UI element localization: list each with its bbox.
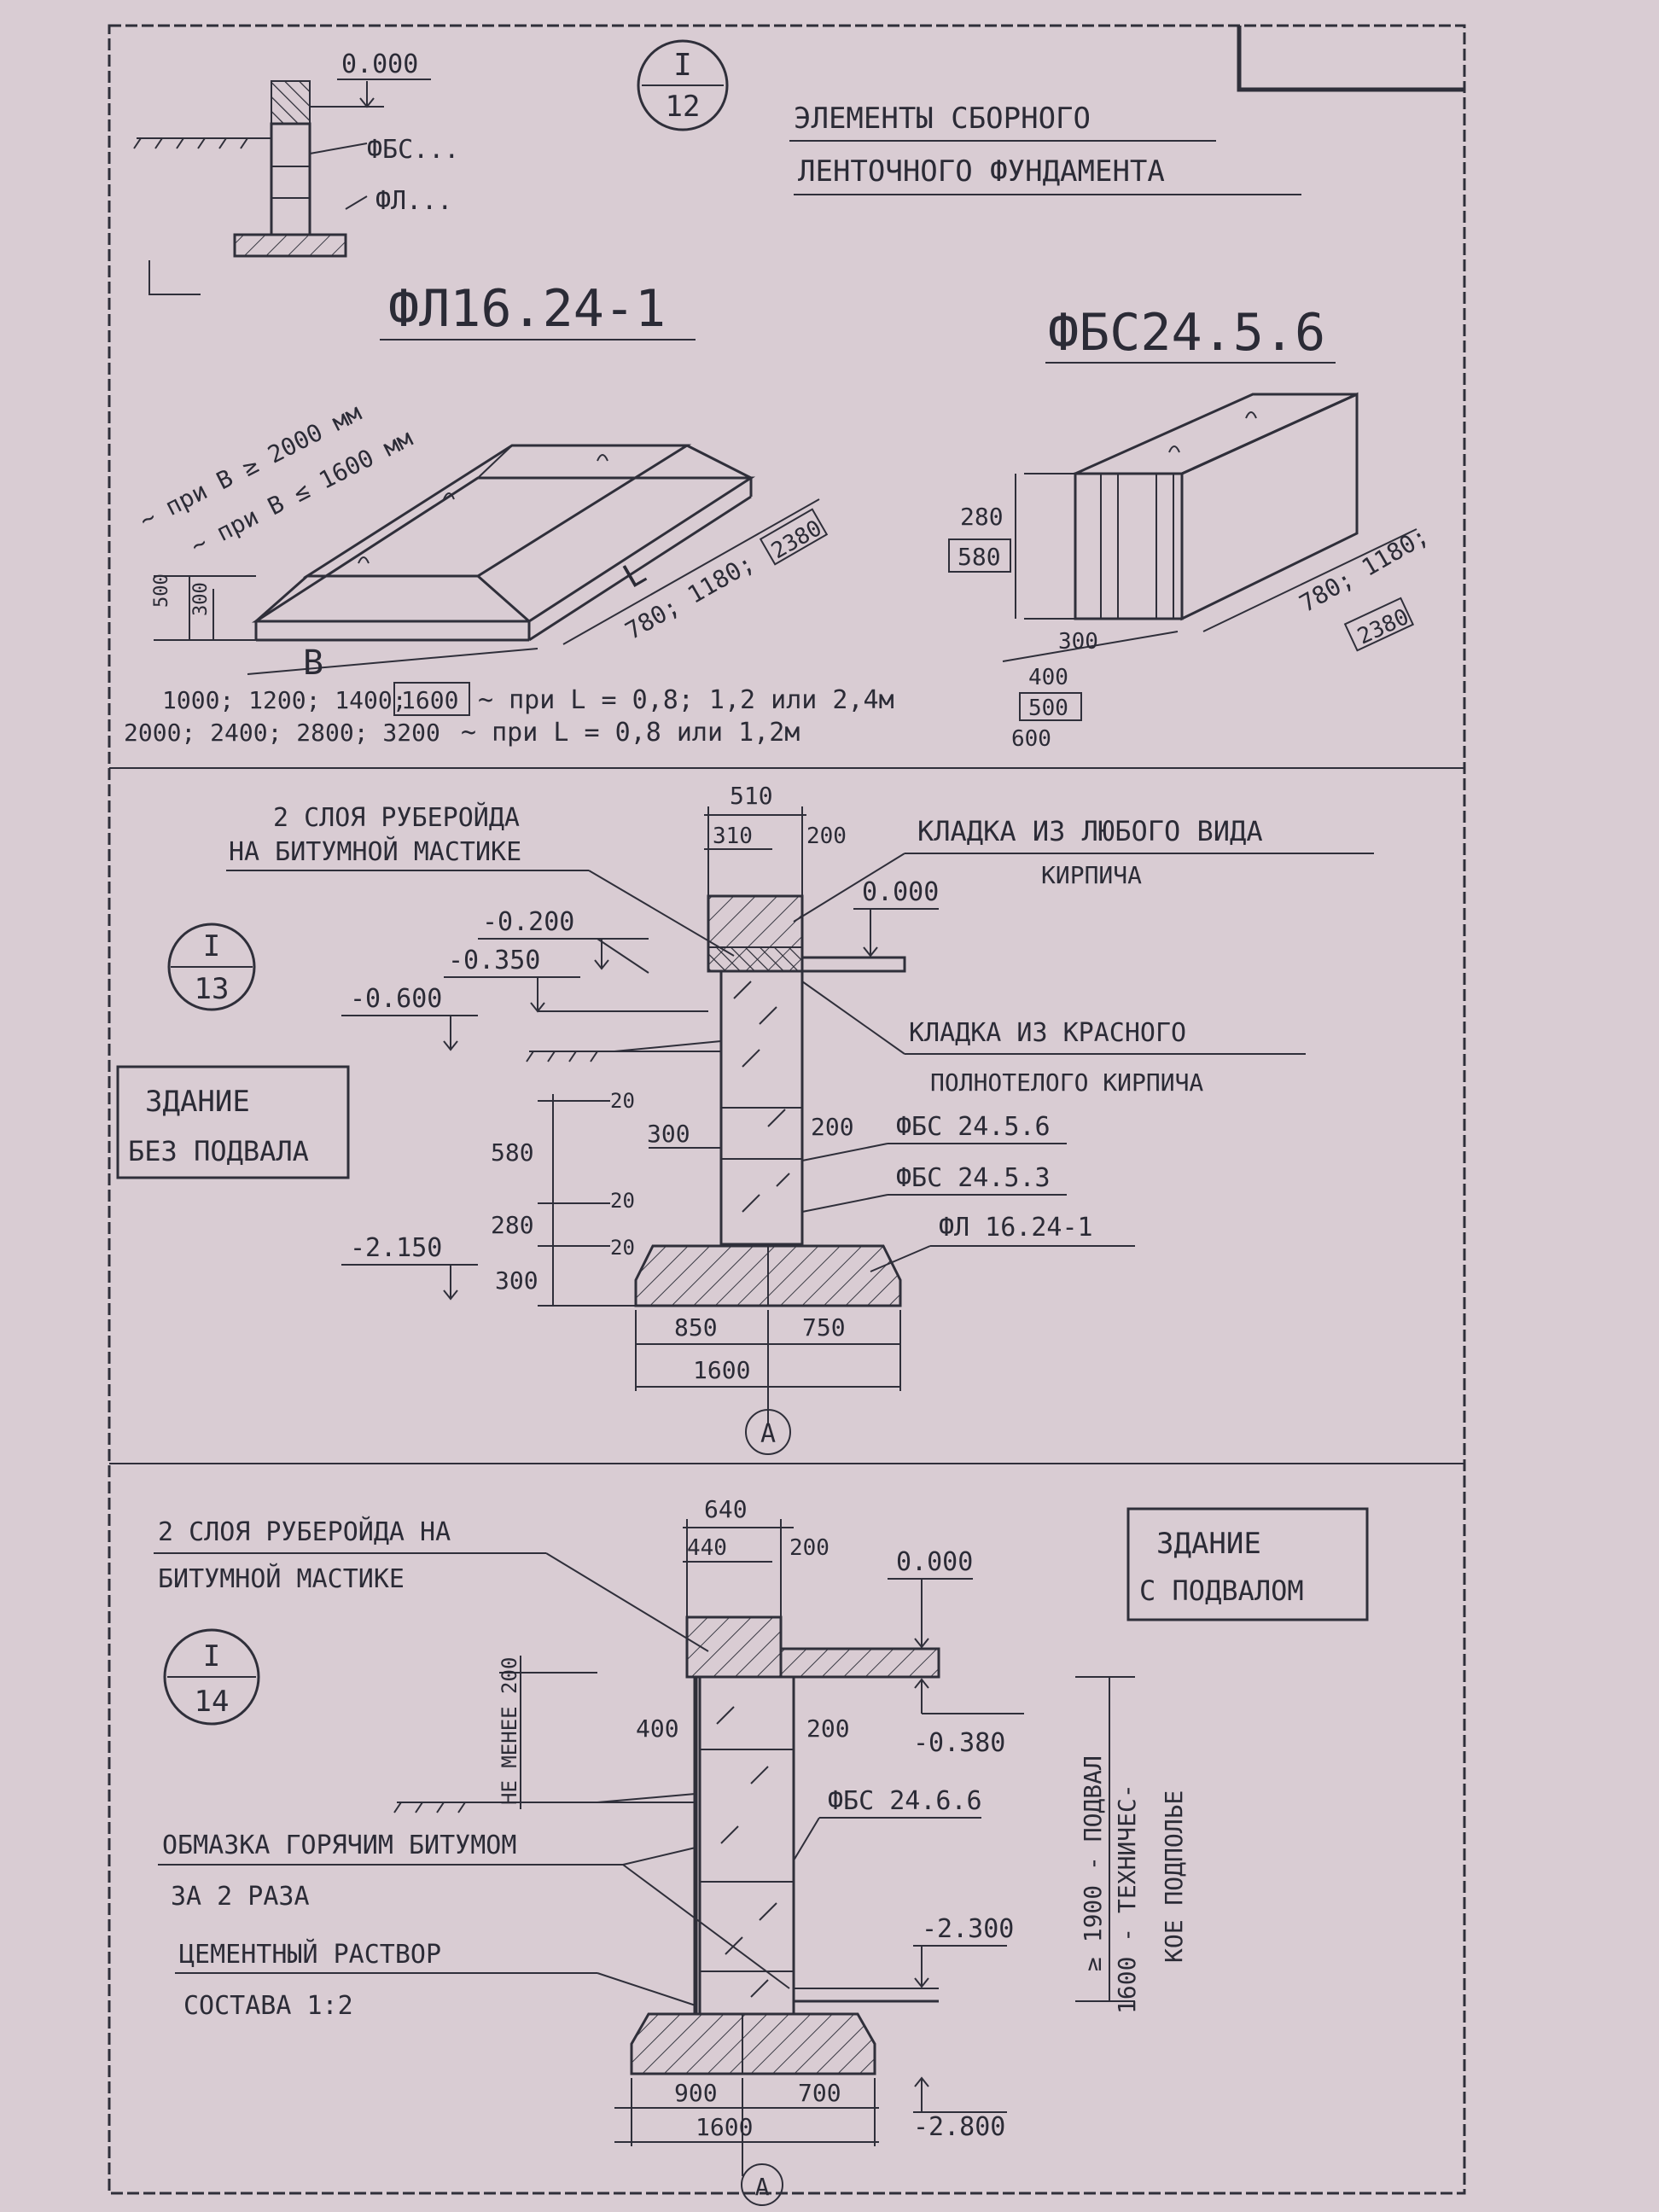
b-basement-2a: 1600 - ТЕХНИЧЕС- — [1113, 1784, 1141, 2014]
b-dim-440: 440 — [687, 1535, 727, 1561]
a-d580: 580 — [491, 1138, 534, 1167]
a-blk2: ФБС 24.5.3 — [896, 1163, 1051, 1193]
b-note-mortar-1: ЦЕМЕНТНЫЙ РАСТВОР — [179, 1939, 441, 1970]
slab-widths-row1-note: ~ при L = 0,8; 1,2 или 2,4м — [478, 685, 894, 715]
ref-b-num: I — [203, 1639, 220, 1674]
b-basement-1: ≥ 1900 - ПОДВАЛ — [1079, 1755, 1107, 1971]
ref-circle-top: I 12 — [637, 39, 729, 131]
ref-top-den: 12 — [666, 90, 701, 124]
sheet-frame — [108, 24, 1466, 2195]
a-note-red-2: ПОЛНОТЕЛОГО КИРПИЧА — [930, 1068, 1203, 1097]
a-d20a: 20 — [610, 1089, 635, 1113]
section-a: I 13 ЗДАНИЕ БЕЗ ПОДВАЛА 510 310 200 2 СЛ… — [116, 782, 1374, 1455]
block-w-bottom: 600 — [1011, 726, 1051, 752]
section-b: I 14 ЗДАНИЕ С ПОДВАЛОМ 640 440 200 2 СЛО… — [154, 1495, 1369, 2206]
key-sketch: 0.000 ФБС... ФЛ... — [133, 49, 459, 295]
a-d20c: 20 — [610, 1236, 635, 1260]
key-slab-label: ФЛ... — [375, 186, 452, 216]
b-note-mortar-2: СОСТАВА 1:2 — [183, 1991, 353, 2021]
a-d300-v: 300 — [495, 1266, 538, 1295]
a-b750: 750 — [802, 1313, 846, 1342]
title-block-corner — [1237, 26, 1464, 92]
slab-widths-row2: 2000; 2400; 2800; 3200 — [124, 719, 440, 747]
b-dim-640: 640 — [704, 1495, 748, 1523]
b-lvl-1: -0.380 — [913, 1728, 1005, 1758]
b-dim-200-top: 200 — [789, 1535, 830, 1561]
b-d400: 400 — [636, 1714, 679, 1743]
a-d280: 280 — [491, 1211, 534, 1239]
b-lvl-0: 0.000 — [896, 1547, 973, 1577]
slab-drawing: ФЛ16.24-1 ~ при B ≥ 2000 мм ~ при B ≤ 16… — [124, 279, 894, 748]
building-a-line2: БЕЗ ПОДВАЛА — [128, 1135, 309, 1167]
a-slab: ФЛ 16.24-1 — [939, 1213, 1093, 1243]
slab-length-values: 780; 1180; — [620, 549, 759, 645]
b-axis: А — [755, 2173, 770, 2201]
key-level: 0.000 — [341, 49, 418, 79]
b-vert-note: НЕ МЕНЕЕ 200 — [498, 1657, 521, 1805]
block-w-boxed: 500 — [1028, 696, 1068, 721]
title-line-1: ЭЛЕМЕНТЫ СБОРНОГО — [794, 102, 1091, 136]
a-dim-510: 510 — [730, 782, 773, 810]
b-basement-2b: КОЕ ПОДПОЛЬЕ — [1160, 1790, 1188, 1963]
building-a-line1: ЗДАНИЕ — [145, 1085, 250, 1119]
a-note-red-1: КЛАДКА ИЗ КРАСНОГО — [909, 1018, 1186, 1048]
slab-widths-row1-boxed: 1600 — [401, 686, 458, 714]
b-b1600: 1600 — [696, 2113, 753, 2141]
a-lvl-3: -0.600 — [350, 984, 442, 1014]
building-b-line1: ЗДАНИЕ — [1156, 1527, 1261, 1561]
b-note-coat-2: ЗА 2 РАЗА — [171, 1882, 310, 1912]
a-note-waterproof-2: НА БИТУМНОЙ МАСТИКЕ — [229, 836, 521, 867]
a-lvl-4: -2.150 — [350, 1233, 442, 1263]
title-line-2: ЛЕНТОЧНОГО ФУНДАМЕНТА — [798, 154, 1165, 189]
building-b-line2: С ПОДВАЛОМ — [1139, 1575, 1304, 1607]
a-d200: 200 — [811, 1113, 854, 1141]
a-d20b: 20 — [610, 1189, 635, 1213]
slab-length-label: L — [617, 553, 653, 596]
block-h-boxed: 580 — [958, 543, 1001, 571]
ref-a-den: 13 — [195, 972, 230, 1006]
b-lvl-2: -2.300 — [922, 1914, 1014, 1944]
slab-widths-row1: 1000; 1200; 1400; — [162, 686, 407, 714]
b-lvl-3: -2.800 — [913, 2112, 1005, 2142]
b-b900: 900 — [674, 2079, 718, 2107]
block-title: ФБС24.5.6 — [1048, 303, 1325, 363]
a-axis: А — [760, 1419, 776, 1449]
block-h-small: 280 — [960, 503, 1004, 531]
a-dim-310: 310 — [713, 824, 753, 849]
ref-top-num: I — [673, 48, 692, 83]
block-w-top: 400 — [1028, 665, 1068, 690]
a-lvl-2: -0.350 — [448, 946, 540, 975]
a-lvl-1: -0.200 — [482, 907, 574, 937]
b-note-waterproof-1: 2 СЛОЯ РУБЕРОЙДА НА — [158, 1516, 451, 1547]
slab-title: ФЛ16.24-1 — [388, 279, 666, 339]
block-drawing: ФБС24.5.6 280 580 300 400 500 600 780; 1… — [948, 303, 1433, 752]
a-note-masonry-2: КИРПИЧА — [1041, 861, 1142, 889]
b-note-coat-1: ОБМАЗКА ГОРЯЧИМ БИТУМОМ — [162, 1831, 516, 1860]
b-d200: 200 — [806, 1714, 850, 1743]
b-blk: ФБС 24.6.6 — [828, 1786, 982, 1816]
a-blk1: ФБС 24.5.6 — [896, 1112, 1051, 1142]
ref-a-num: I — [203, 929, 220, 963]
block-groove: 300 — [1058, 629, 1098, 655]
a-note-waterproof-1: 2 СЛОЯ РУБЕРОЙДА — [273, 802, 520, 833]
key-block-label: ФБС... — [367, 135, 459, 165]
b-note-waterproof-2: БИТУМНОЙ МАСТИКЕ — [158, 1563, 405, 1594]
sheet-title: ЭЛЕМЕНТЫ СБОРНОГО ЛЕНТОЧНОГО ФУНДАМЕНТА — [789, 102, 1301, 195]
a-b850: 850 — [674, 1313, 718, 1342]
slab-h-total: 500 — [151, 573, 172, 608]
a-note-masonry-1: КЛАДКА ИЗ ЛЮБОГО ВИДА — [917, 815, 1263, 847]
slab-width-label: B — [303, 643, 323, 683]
slab-h-edge: 300 — [190, 582, 212, 616]
slab-widths-row2-note: ~ при L = 0,8 или 1,2м — [461, 718, 800, 748]
a-d300: 300 — [647, 1120, 690, 1148]
a-dim-200-top: 200 — [806, 824, 847, 849]
a-b1600: 1600 — [693, 1356, 750, 1384]
b-b700: 700 — [798, 2079, 841, 2107]
block-length-values: 780; 1180; — [1295, 521, 1433, 618]
block-length-boxed: 2380 — [1353, 604, 1412, 650]
a-lvl-0: 0.000 — [862, 877, 939, 907]
ref-b-den: 14 — [195, 1685, 230, 1719]
